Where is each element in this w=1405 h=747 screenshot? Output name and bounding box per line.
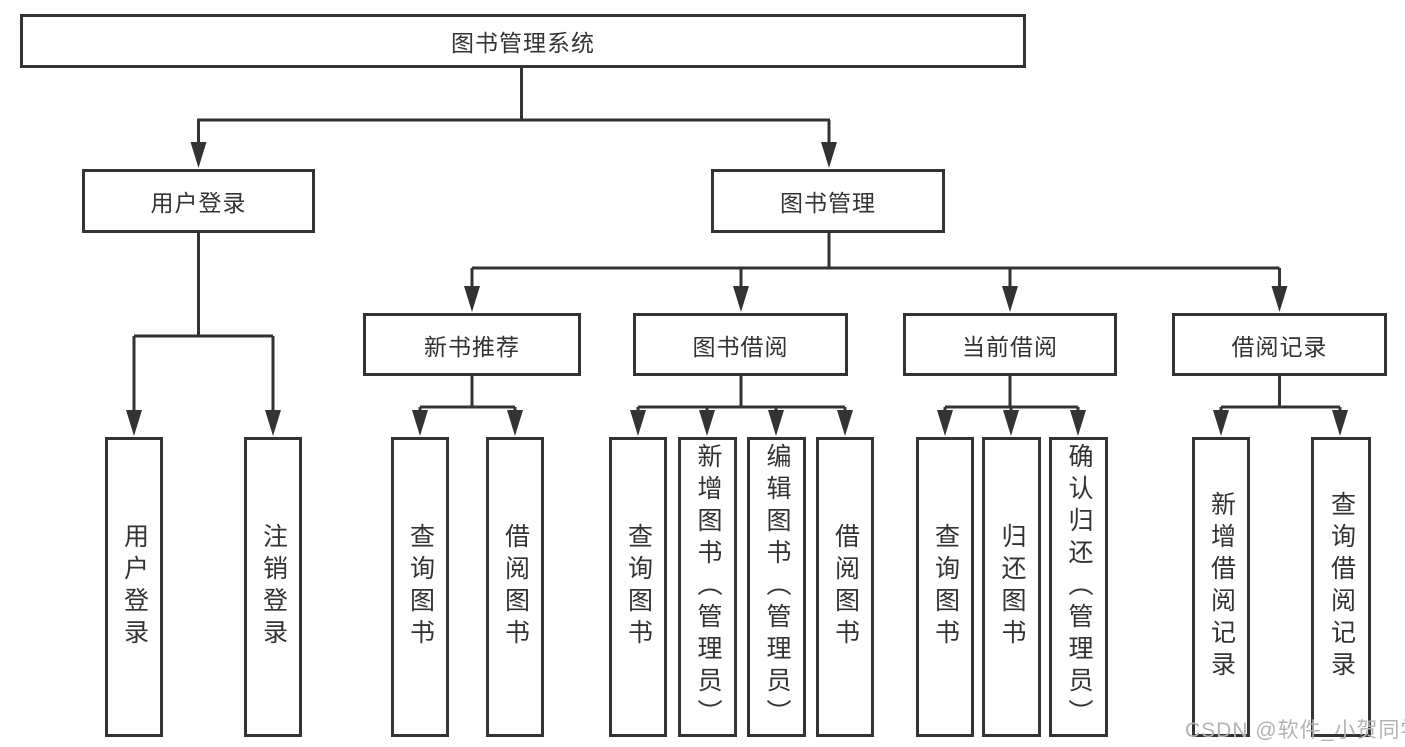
- leaf-return-book-label: 归还图书: [998, 523, 1026, 651]
- leaf-logout-label: 注销登录: [259, 523, 288, 651]
- leaf-borrow-edit-book: 编辑图书（管理员）: [747, 437, 806, 737]
- leaf-borrow-add-book: 新增图书（管理员）: [678, 437, 737, 737]
- leaf-logout: 注销登录: [244, 437, 302, 737]
- node-new-book-recommend-label: 新书推荐: [424, 333, 520, 360]
- node-root: 图书管理系统: [20, 14, 1026, 68]
- leaf-borrow-book-label: 借阅图书: [831, 523, 860, 651]
- leaf-confirm-return: 确认归还（管理员）: [1049, 437, 1108, 737]
- node-user-login: 用户登录: [82, 169, 315, 233]
- node-book-management: 图书管理: [711, 169, 945, 233]
- connector-newbook-to-leaves: [412, 375, 523, 436]
- node-book-borrow: 图书借阅: [633, 313, 848, 376]
- connector-userlogin-to-leaves: [126, 233, 281, 436]
- leaf-borrow-query: 查询图书: [609, 437, 667, 737]
- leaf-current-query: 查询图书: [916, 437, 974, 737]
- connector-bookmgmt-to-level3: [464, 233, 1288, 312]
- node-borrow-records-label: 借阅记录: [1231, 333, 1328, 360]
- leaf-record-add: 新增借阅记录: [1192, 437, 1250, 737]
- leaf-record-add-label: 新增借阅记录: [1207, 491, 1236, 683]
- leaf-borrow-add-book-label: 新增图书（管理员）: [694, 443, 722, 731]
- connector-bookborrow-to-leaves: [630, 375, 853, 436]
- leaf-return-book: 归还图书: [982, 437, 1041, 737]
- node-book-borrow-label: 图书借阅: [692, 333, 789, 360]
- leaf-borrow-edit-book-label: 编辑图书（管理员）: [763, 443, 791, 731]
- leaf-user-login-label: 用户登录: [120, 523, 149, 651]
- leaf-record-query-label: 查询借阅记录: [1327, 491, 1356, 683]
- node-current-borrow: 当前借阅: [903, 313, 1117, 376]
- leaf-newbook-query: 查询图书: [391, 437, 449, 737]
- leaf-newbook-borrow-label: 借阅图书: [501, 523, 530, 651]
- node-root-label: 图书管理系统: [451, 30, 595, 56]
- leaf-user-login: 用户登录: [105, 437, 163, 737]
- node-book-management-label: 图书管理: [780, 190, 876, 216]
- node-user-login-label: 用户登录: [150, 190, 247, 216]
- leaf-newbook-query-label: 查询图书: [406, 523, 435, 651]
- node-current-borrow-label: 当前借阅: [962, 333, 1058, 360]
- csdn-watermark: CSDN @软件_小贺同学: [1185, 719, 1405, 742]
- connector-currentborrow-to-leaves: [937, 375, 1086, 436]
- connector-root-to-level2: [190, 68, 837, 168]
- leaf-confirm-return-label: 确认归还（管理员）: [1065, 443, 1093, 731]
- leaf-borrow-book: 借阅图书: [816, 437, 874, 737]
- node-borrow-records: 借阅记录: [1172, 313, 1387, 376]
- node-new-book-recommend: 新书推荐: [363, 313, 581, 376]
- leaf-record-query: 查询借阅记录: [1311, 437, 1371, 737]
- connector-records-to-leaves: [1213, 375, 1348, 436]
- leaf-borrow-query-label: 查询图书: [624, 523, 653, 651]
- leaf-newbook-borrow: 借阅图书: [486, 437, 544, 737]
- leaf-current-query-label: 查询图书: [931, 523, 960, 651]
